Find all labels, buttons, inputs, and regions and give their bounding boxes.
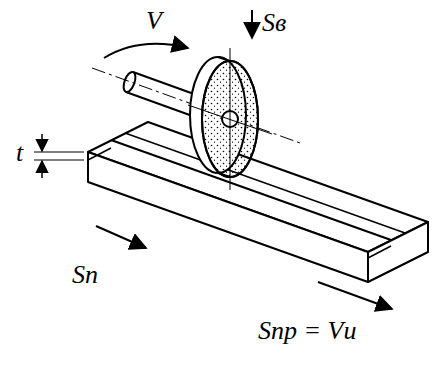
- feed-label: V: [146, 8, 162, 34]
- rotation-arrow: [104, 44, 188, 58]
- feed-label: t: [16, 140, 23, 166]
- feed-label: Sв: [262, 10, 286, 36]
- dimension-arrow: [41, 161, 43, 178]
- dimension-arrow: [41, 134, 43, 151]
- feed-arrow: [318, 282, 392, 309]
- feed-label: Sп: [72, 262, 98, 288]
- groove-edge: [125, 133, 405, 233]
- center-line: [188, 48, 272, 190]
- feed-arrow: [251, 10, 253, 38]
- feed-label: Sпр = Vи: [258, 318, 356, 344]
- extension-line: [34, 152, 84, 160]
- feed-arrow: [96, 226, 146, 248]
- spindle-end: [121, 70, 138, 93]
